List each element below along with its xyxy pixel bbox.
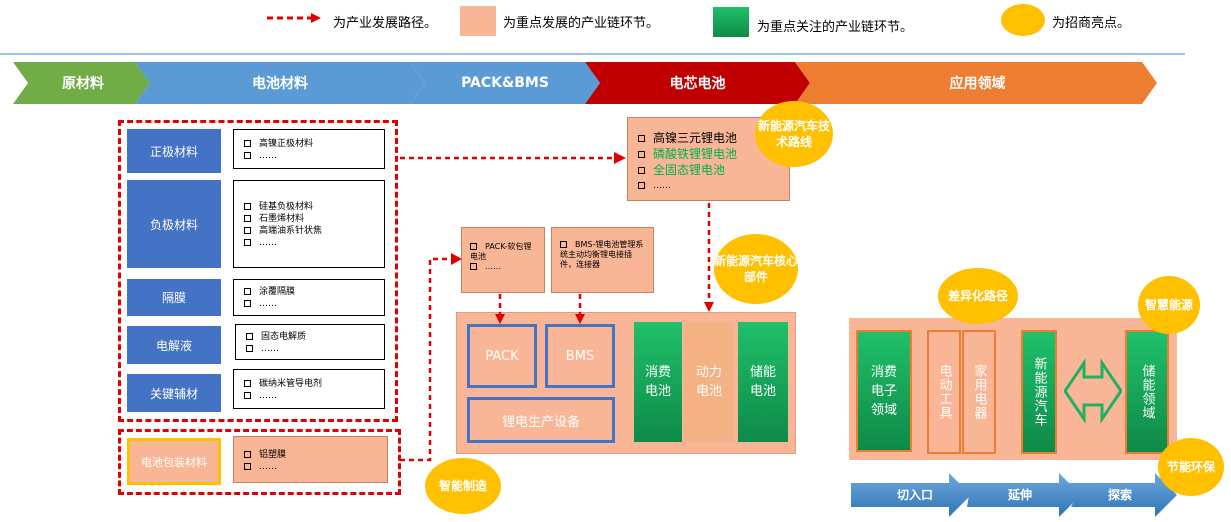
chain-stage-2 — [135, 62, 425, 104]
cat-electrolyte: 电解液 — [127, 326, 221, 364]
stage-extend: 延伸 — [1007, 488, 1032, 502]
bubble-diff-path: 差异化路径 — [938, 268, 1018, 324]
detail-item: …… — [244, 237, 374, 249]
legend-key-swatch — [460, 6, 496, 36]
chain-label-app: 应用领域 — [949, 76, 1006, 92]
stage-entry: 切入口 — [896, 488, 933, 502]
pack-note-item: …… — [470, 262, 536, 272]
app-tools: 电动工具 — [927, 330, 961, 454]
bidirectional-arrow-icon — [1064, 358, 1122, 424]
bms-note-item: BMS-锂电池管理系统主动均衡锂电接插件，连接器 — [560, 240, 644, 269]
stage-arrow-3 — [1063, 473, 1177, 517]
detail-item: 碳纳米管导电剂 — [244, 378, 374, 390]
detail-item: 石墨烯材料 — [244, 213, 374, 225]
detail-packaging: 铝塑膜…… — [233, 436, 388, 483]
consumer-battery-col: 消费电池 — [634, 322, 682, 442]
app-nev: 新能源汽车 — [1021, 330, 1057, 454]
legend-highlight-swatch — [1001, 4, 1045, 36]
stage-explore: 探索 — [1107, 488, 1132, 502]
stage-arrow-1 — [851, 473, 971, 517]
materials-dashed-frame — [118, 120, 398, 422]
detail-item: 高镍正极材料 — [244, 138, 374, 150]
cell-type-item: 全固态锂电池 — [638, 162, 779, 178]
chain-arrows — [13, 62, 1157, 104]
detail-item: 硅基负极材料 — [244, 201, 374, 213]
cat-separator: 隔膜 — [127, 279, 221, 316]
detail-item: …… — [246, 343, 374, 355]
chain-stage-4 — [585, 62, 810, 104]
bms-note-box: BMS-锂电池管理系统主动均衡锂电接插件，连接器 — [551, 227, 654, 293]
chain-label-materials: 电池材料 — [252, 76, 308, 92]
detail-item: …… — [244, 298, 374, 310]
chain-label-pack: PACK&BMS — [461, 75, 549, 91]
cat-auxiliary: 关键辅材 — [127, 374, 221, 412]
legend-focus-swatch — [713, 7, 749, 37]
packaging-dashed-frame — [118, 429, 401, 495]
app-appliances: 家用电器 — [962, 330, 996, 454]
legend-focus-text: 为重点关注的产业链环节。 — [757, 20, 914, 35]
legend-path-text: 为产业发展路径。 — [333, 16, 438, 31]
legend-key-text: 为重点发展的产业链环节。 — [503, 16, 660, 31]
cell-type-item: …… — [638, 178, 779, 194]
chain-stage-1 — [13, 62, 150, 104]
detail-item: 固态电解质 — [246, 331, 374, 343]
legend-highlight-text: 为招商亮点。 — [1052, 16, 1131, 31]
detail-anode: 硅基负极材料 石墨烯材料 高端油系针状焦 …… — [233, 180, 385, 268]
pack-note-item: PACK-软包锂电池 — [470, 242, 536, 262]
chain-stage-5 — [795, 62, 1157, 104]
detail-auxiliary: 碳纳米管导电剂…… — [233, 369, 385, 409]
chain-label-cell: 电芯电池 — [669, 76, 726, 92]
stage-arrows — [851, 473, 1177, 517]
equipment-box: 锂电生产设备 — [467, 397, 615, 443]
bubble-green: 节能环保 — [1158, 438, 1224, 496]
chain-label-raw: 原材料 — [62, 76, 104, 92]
detail-item: 涂覆隔膜 — [244, 286, 374, 298]
detail-item: …… — [244, 390, 374, 402]
bubble-core-parts: 新能源汽车核心部件 — [714, 234, 798, 304]
cell-type-item: 高镍三元锂电池 — [638, 130, 779, 146]
detail-separator: 涂覆隔膜…… — [233, 279, 385, 316]
app-storage: 储能领域 — [1125, 330, 1169, 454]
path-legend-arrow — [267, 13, 321, 23]
stage-arrow-2 — [953, 473, 1081, 517]
bubble-smart-mfg: 智能制造 — [425, 458, 501, 514]
detail-electrolyte: 固态电解质…… — [235, 324, 385, 360]
bubble-smart-energy: 智慧能源 — [1138, 276, 1200, 334]
cell-type-item: 磷酸铁锂锂电池 — [638, 146, 779, 162]
cat-anode: 负极材料 — [127, 180, 221, 268]
pack-note-box: PACK-软包锂电池…… — [461, 227, 545, 293]
legend-divider — [0, 53, 1185, 55]
detail-item: 高端油系针状焦 — [244, 225, 374, 237]
bubble-tech-route: 新能源汽车技术路线 — [755, 101, 833, 167]
detail-item: 铝塑膜 — [244, 449, 377, 461]
detail-cathode: 高镍正极材料…… — [233, 129, 385, 169]
detail-item: …… — [244, 150, 374, 162]
power-battery-col: 动力电池 — [684, 322, 734, 442]
cat-packaging: 电池包装材料 — [127, 438, 221, 485]
pack-box: PACK — [467, 324, 537, 388]
bms-box: BMS — [545, 324, 615, 388]
app-consumer: 消费电子领域 — [856, 330, 912, 452]
chain-stage-3 — [410, 62, 600, 104]
storage-battery-col: 储能电池 — [738, 322, 788, 442]
detail-item: …… — [244, 461, 377, 473]
cat-cathode: 正极材料 — [127, 129, 221, 173]
